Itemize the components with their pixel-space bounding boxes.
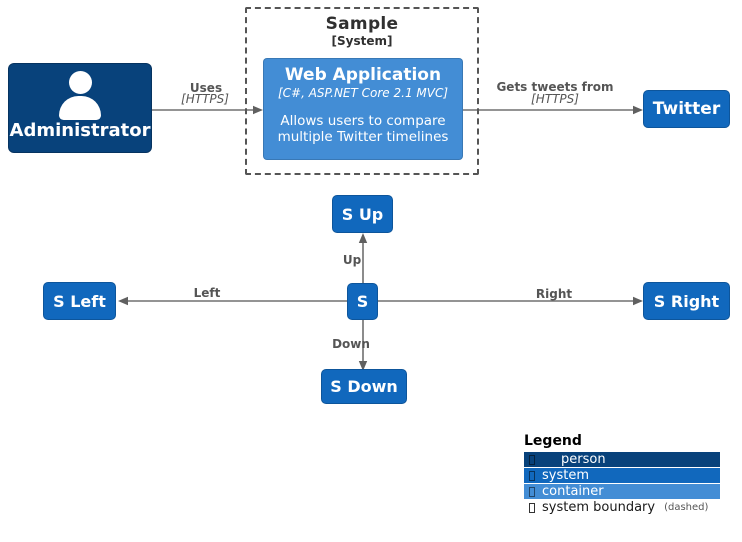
legend-row-label: container bbox=[542, 484, 604, 499]
administrator-label: Administrator bbox=[9, 120, 151, 141]
boundary-title: Sample bbox=[325, 14, 399, 34]
missing-glyph-icon bbox=[529, 502, 535, 513]
up-label: Up bbox=[342, 253, 362, 267]
legend-row-label: system boundary bbox=[542, 500, 656, 515]
uses-label: Uses bbox=[189, 81, 223, 95]
missing-glyph-icon bbox=[529, 470, 535, 481]
legend-row-label: person bbox=[561, 452, 606, 467]
missing-glyph-icon bbox=[529, 454, 535, 465]
uses-arrowhead-icon bbox=[253, 105, 263, 115]
up-arrowhead-icon bbox=[358, 233, 368, 243]
legend-row-system: system bbox=[524, 468, 720, 483]
uses-technology-label: [HTTPS] bbox=[181, 92, 229, 106]
web-application-title: Web Application bbox=[284, 65, 442, 85]
legend-row-label: system bbox=[542, 468, 589, 483]
node-web-application: Web Application [C#, ASP.NET Core 2.1 MV… bbox=[263, 58, 463, 160]
edge-lines bbox=[127, 109, 634, 362]
system-boundary-sample: Sample [System] bbox=[245, 7, 479, 175]
web-application-description: Allows users to compare multiple Twitter… bbox=[277, 112, 449, 146]
legend-row-container: container bbox=[524, 484, 720, 499]
legend-row-system-boundary: system boundary (dashed) bbox=[524, 500, 720, 515]
gets-tweets-label: Gets tweets from bbox=[496, 80, 614, 94]
node-administrator: Administrator bbox=[8, 63, 152, 153]
node-s: S bbox=[347, 283, 378, 320]
legend-title: Legend bbox=[524, 433, 582, 449]
down-arrowhead-icon bbox=[358, 361, 368, 371]
legend-dashed-note: (dashed) bbox=[664, 501, 709, 513]
web-application-technology: [C#, ASP.NET Core 2.1 MVC] bbox=[277, 85, 449, 100]
node-s-right: S Right bbox=[643, 282, 730, 320]
legend: Legend person system container system bo… bbox=[524, 433, 720, 516]
edge-arrowheads bbox=[118, 105, 643, 371]
node-s-left: S Left bbox=[43, 282, 116, 320]
missing-glyph-icon bbox=[529, 486, 535, 497]
down-label: Down bbox=[332, 337, 370, 351]
node-s-down: S Down bbox=[321, 369, 407, 404]
right-label: Right bbox=[535, 287, 573, 301]
legend-row-person: person bbox=[524, 452, 720, 467]
person-icon bbox=[542, 454, 554, 466]
person-icon bbox=[57, 71, 103, 121]
gets-tweets-arrowhead-icon bbox=[633, 105, 643, 115]
left-label: Left bbox=[193, 286, 221, 300]
node-twitter: Twitter bbox=[643, 90, 730, 128]
right-arrowhead-icon bbox=[633, 296, 643, 306]
boundary-subtitle: [System] bbox=[331, 34, 393, 48]
gets-tweets-technology-label: [HTTPS] bbox=[531, 92, 579, 106]
left-arrowhead-icon bbox=[118, 296, 128, 306]
node-s-up: S Up bbox=[332, 195, 393, 233]
